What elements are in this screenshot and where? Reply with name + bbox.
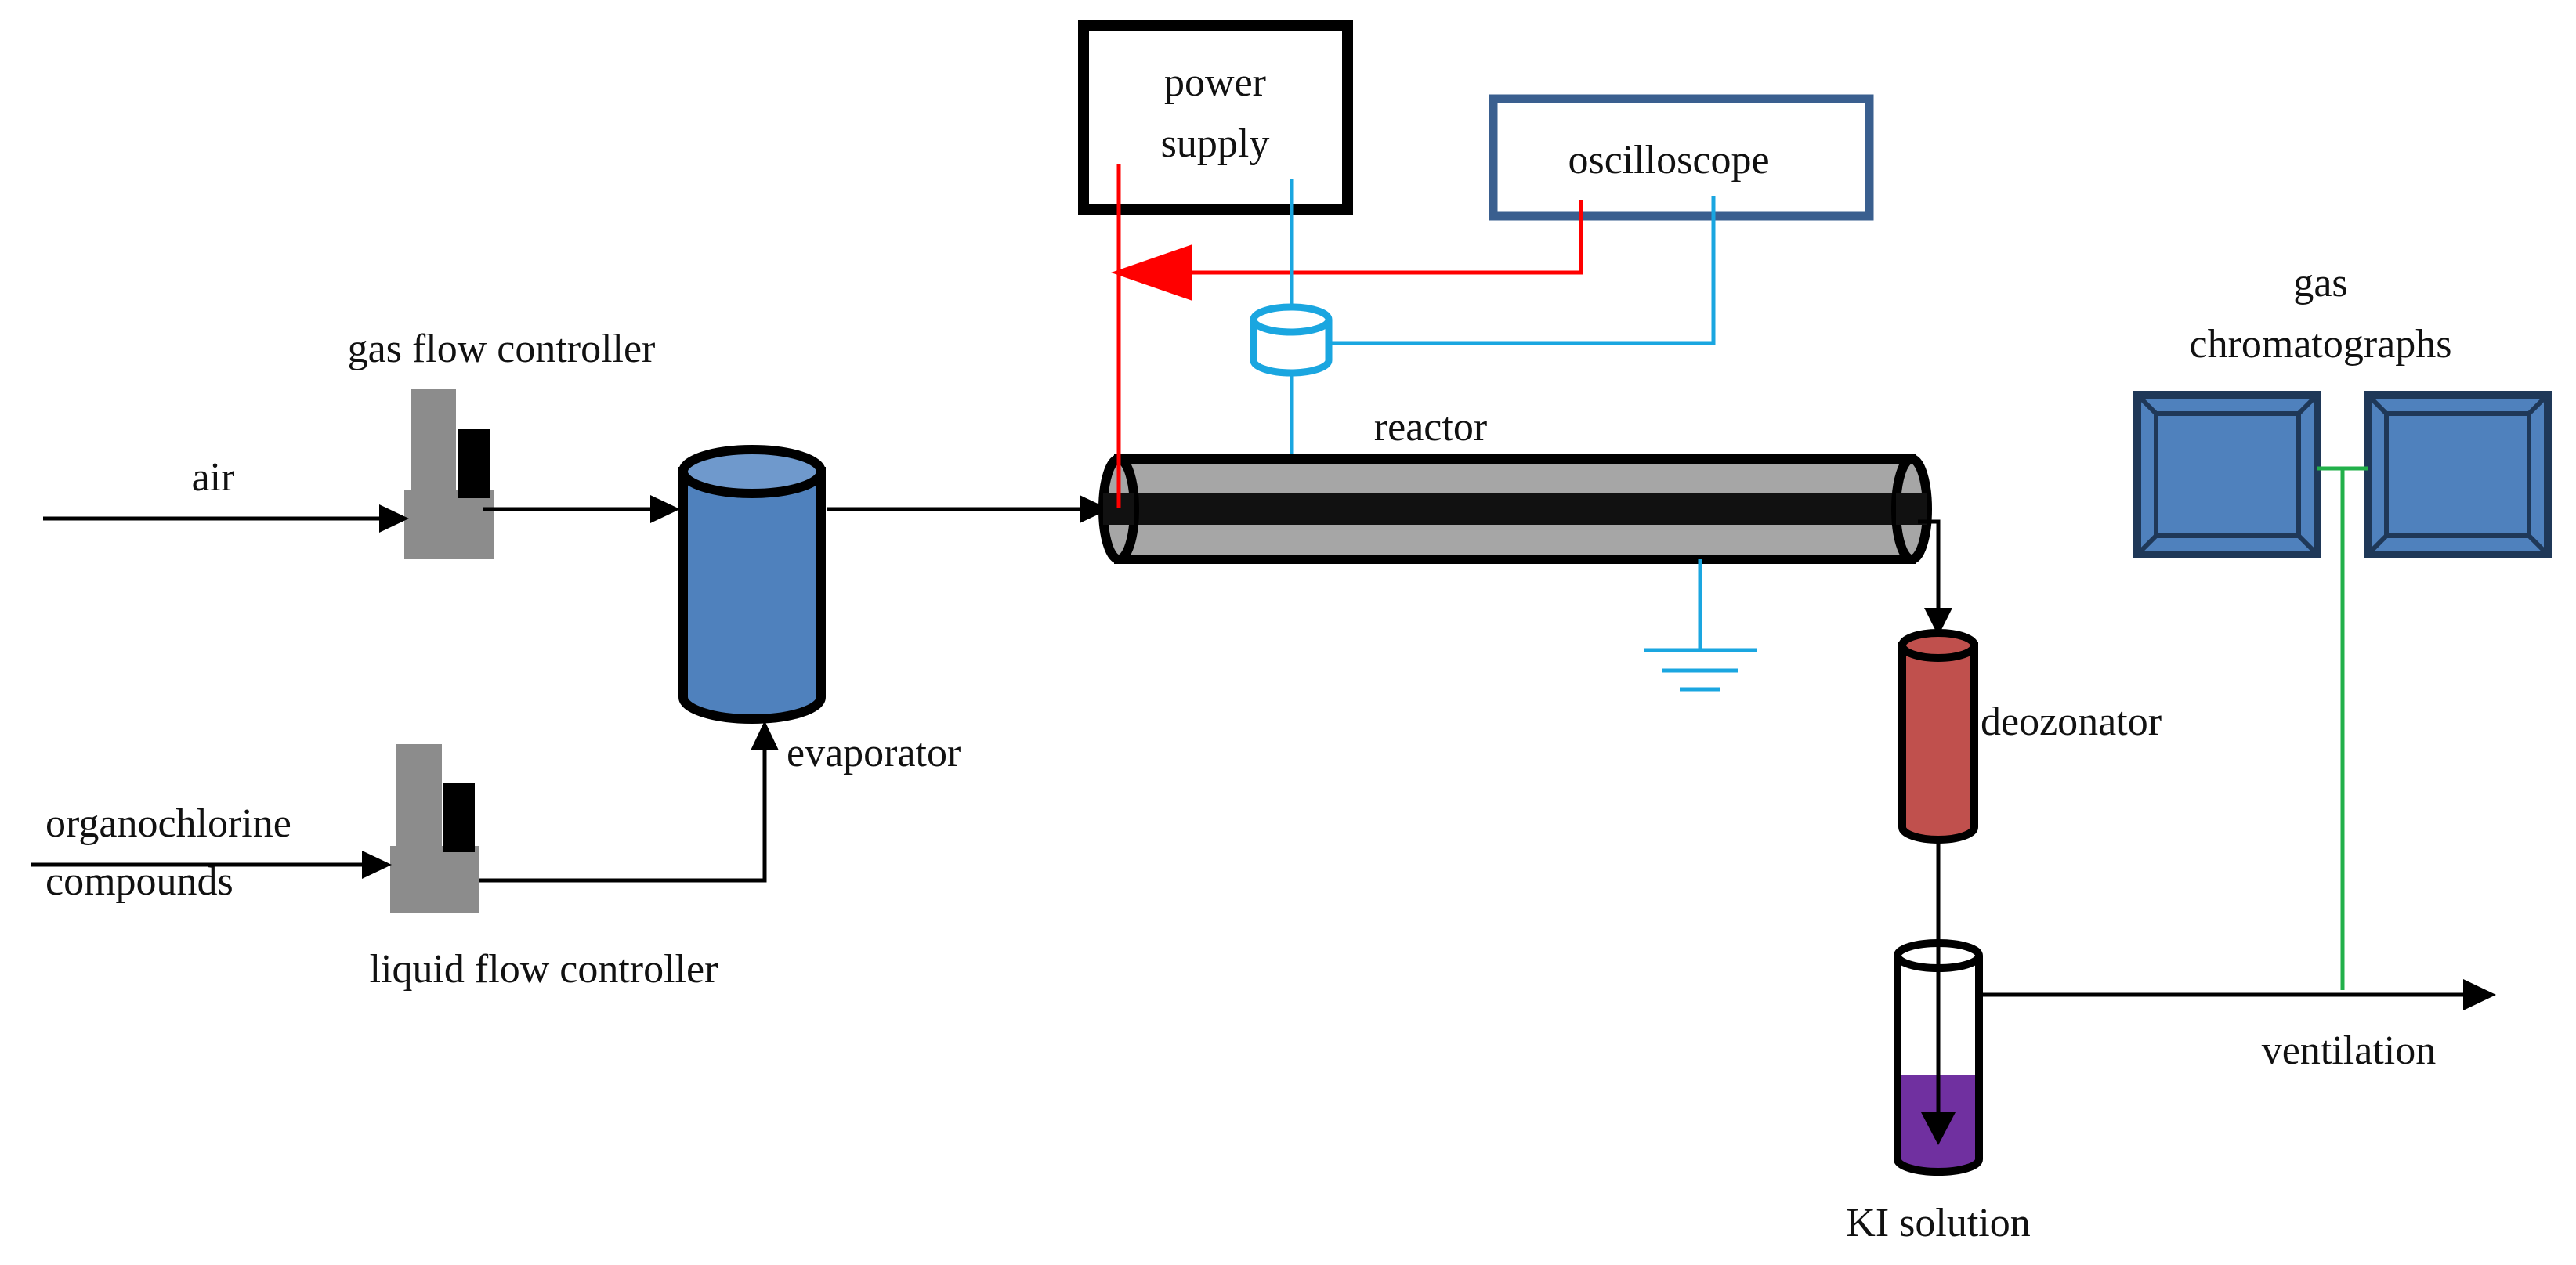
ventilation-label: ventilation [2262, 1028, 2436, 1073]
gas-chromatographs-label-line1: gas [2293, 261, 2347, 305]
ki-solution-label: KI solution [1846, 1201, 2030, 1245]
evaporator-top [678, 445, 826, 498]
reactor-to-deozonator-arrowhead [1924, 608, 1952, 636]
reactor-to-deozonator-line [1918, 519, 1941, 611]
ki-dip-tube-arrowhead [1921, 1112, 1956, 1145]
lfc-upper-body [396, 744, 442, 858]
air-inlet-arrowhead [379, 504, 409, 533]
gas-chromatographs-label-line2: chromatographs [2189, 322, 2451, 367]
voltage-signal-wire [1191, 200, 1583, 275]
air-label: air [192, 455, 235, 500]
gfc-display [458, 429, 490, 498]
deozonator: deozonator [1898, 629, 2162, 844]
oscilloscope-box [1489, 94, 1874, 221]
oscilloscope: oscilloscope [1489, 94, 1874, 221]
gfc-upper-body [411, 389, 456, 506]
current-probe-coil [1250, 303, 1333, 377]
gas-chromatograph-2 [2364, 391, 2552, 558]
deozonator-top [1898, 629, 1978, 662]
organochlorine-label-line1: organochlorine [45, 801, 291, 846]
power-supply: power supply [1078, 20, 1353, 215]
lfc-display [443, 783, 475, 852]
evaporator-to-reactor-arrowhead [1080, 495, 1109, 523]
high-voltage-line [1111, 164, 1583, 508]
probe-signal-wire [1332, 196, 1716, 345]
ground-symbol [1644, 559, 1757, 692]
gas-flow-controller: gas flow controller [348, 327, 656, 559]
power-supply-label-line2: supply [1161, 121, 1270, 166]
gas-chromatograph-1 [2133, 391, 2321, 558]
reactor: reactor [1098, 405, 1932, 564]
organochlorine-inlet-arrowhead [362, 851, 392, 879]
power-supply-box [1078, 20, 1353, 215]
deozonator-label: deozonator [1981, 699, 2162, 744]
liquid-flow-controller-label: liquid flow controller [370, 947, 718, 992]
reactor-inner-electrode [1119, 493, 1912, 525]
lfc-to-evaporator-arrowhead [751, 721, 779, 750]
gfc-to-evaporator-arrowhead [650, 495, 680, 523]
evaporator-body [678, 467, 826, 724]
current-probe-wiring [1250, 179, 1716, 467]
reactor-right-core [1896, 493, 1927, 525]
evaporator: evaporator [678, 445, 961, 775]
gas-chromatographs: gas chromatographs [2133, 261, 2552, 990]
liquid-flow-controller: liquid flow controller [370, 744, 718, 992]
oscilloscope-label: oscilloscope [1568, 138, 1769, 183]
gfc-lower-body [404, 490, 494, 559]
gas-flow-controller-label: gas flow controller [348, 327, 656, 371]
ventilation-arrowhead [2463, 979, 2496, 1010]
evaporator-label: evaporator [787, 731, 961, 775]
voltage-signal-arrowhead [1111, 244, 1192, 301]
ki-absorber: KI solution [1846, 939, 2031, 1245]
power-supply-label-line1: power [1164, 60, 1266, 105]
reactor-label: reactor [1374, 405, 1487, 450]
ki-bottle-outline [1894, 956, 1983, 1176]
deozonator-body [1898, 642, 1978, 844]
lfc-to-evaporator-line [479, 747, 767, 883]
lfc-lower-body [390, 846, 479, 913]
